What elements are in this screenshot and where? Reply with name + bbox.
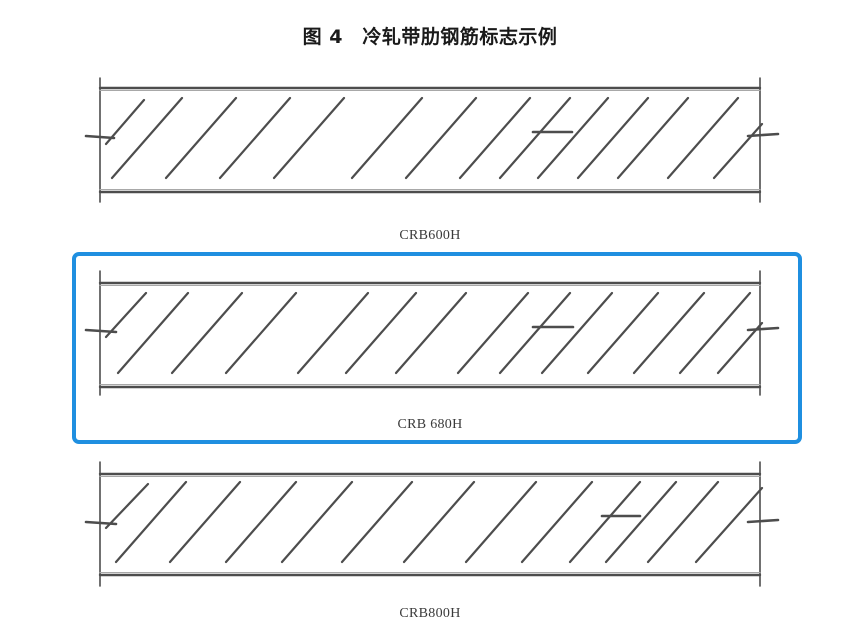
specimen-label-3: CRB800H: [399, 606, 461, 621]
figure-caption: 图 4 冷轧带肋钢筋标志示例: [302, 26, 558, 48]
rib: [170, 291, 244, 375]
specimen-diagram-2: CRB 680H: [0, 265, 860, 432]
right-break-tick-3: [746, 518, 780, 524]
rib: [104, 98, 146, 146]
rib: [586, 291, 660, 375]
rib: [404, 96, 478, 180]
specimen-label-2: CRB 680H: [397, 417, 463, 432]
rib: [224, 480, 298, 564]
rib: [694, 486, 764, 564]
rib: [272, 96, 346, 180]
rib: [116, 291, 190, 375]
rib-h-right: [540, 291, 614, 375]
rib: [394, 291, 468, 375]
rib: [616, 96, 690, 180]
rib: [296, 291, 370, 375]
rib: [280, 480, 354, 564]
rib: [168, 480, 242, 564]
rib: [666, 96, 740, 180]
specimen-label-1: CRB600H: [399, 228, 461, 243]
right-break-tick-2: [746, 326, 780, 332]
rib: [104, 291, 148, 339]
rib: [458, 96, 532, 180]
rib: [110, 96, 184, 180]
rib: [224, 291, 298, 375]
rib-group-2: [104, 291, 764, 375]
rib-h-left: [568, 480, 642, 564]
rib: [632, 291, 706, 375]
rebar-drawing-3: [84, 461, 780, 587]
rib: [402, 480, 476, 564]
rib: [520, 480, 594, 564]
rib-h-left: [498, 291, 572, 375]
rib: [712, 122, 764, 180]
rebar-drawing-1: [84, 77, 780, 203]
rib: [678, 291, 752, 375]
rib: [464, 480, 538, 564]
rib: [340, 480, 414, 564]
rib-group-1: [104, 96, 764, 180]
specimen-diagram-3: CRB800H: [0, 456, 860, 621]
rib: [344, 291, 418, 375]
rib-group-3: [104, 480, 764, 564]
rib: [646, 480, 720, 564]
rib: [104, 482, 150, 530]
rib: [576, 96, 650, 180]
rebar-drawing-2: [84, 270, 780, 396]
rib: [164, 96, 238, 180]
rib-h-left: [498, 96, 572, 180]
rib: [114, 480, 188, 564]
rib: [350, 96, 424, 180]
rib: [716, 321, 764, 375]
rib: [456, 291, 530, 375]
rib-h-right: [604, 480, 678, 564]
rib-h-right: [536, 96, 610, 180]
specimen-diagram-1: CRB600H: [0, 70, 860, 243]
rib: [218, 96, 292, 180]
left-break-tick-1: [84, 134, 116, 140]
